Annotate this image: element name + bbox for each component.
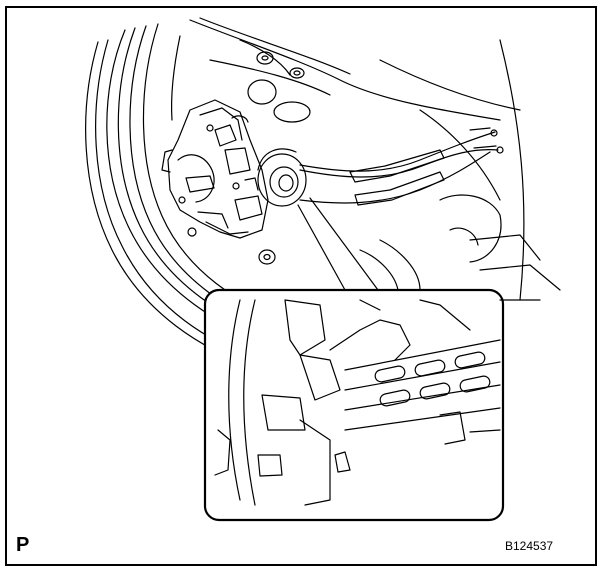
figure-id: B124537 — [505, 539, 554, 553]
inset-detail — [203, 288, 505, 522]
lock-cables — [299, 127, 504, 206]
panel-holes — [247, 51, 502, 265]
inset-leader-lines — [297, 197, 379, 291]
grommet — [257, 148, 307, 207]
door-lock-assembly — [161, 99, 269, 239]
door-inner-structure — [359, 234, 561, 301]
view-label: P — [16, 534, 30, 556]
